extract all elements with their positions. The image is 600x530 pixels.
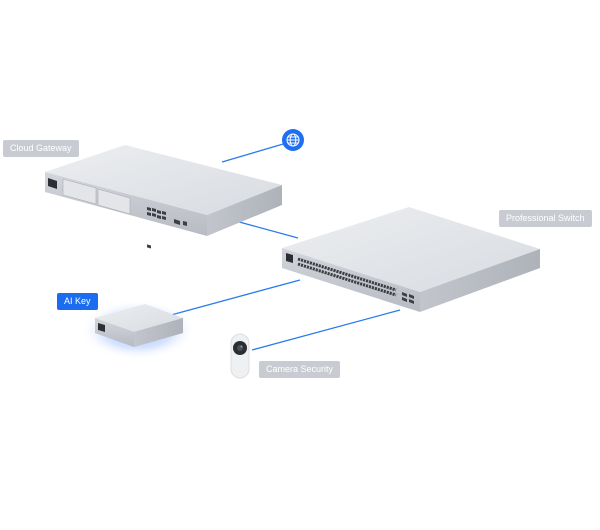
cloud-gateway-label: Cloud Gateway bbox=[3, 140, 79, 157]
cloud-gateway-device bbox=[45, 145, 282, 249]
professional-switch-label: Professional Switch bbox=[499, 210, 592, 227]
connection-lines bbox=[159, 141, 401, 351]
gateway-switch-link bbox=[231, 219, 299, 239]
switch-camera-link bbox=[251, 309, 401, 351]
gateway-ports bbox=[147, 244, 151, 249]
camera-security-device bbox=[230, 333, 250, 379]
gateway-internet-link bbox=[221, 141, 291, 163]
professional-switch-device bbox=[282, 207, 540, 312]
globe-icon bbox=[282, 129, 304, 151]
camera-security-label: Camera Security bbox=[259, 361, 341, 378]
ai-key-label: AI Key bbox=[57, 293, 98, 310]
switch-port-rows bbox=[297, 257, 397, 297]
ai-key-device bbox=[80, 300, 196, 360]
